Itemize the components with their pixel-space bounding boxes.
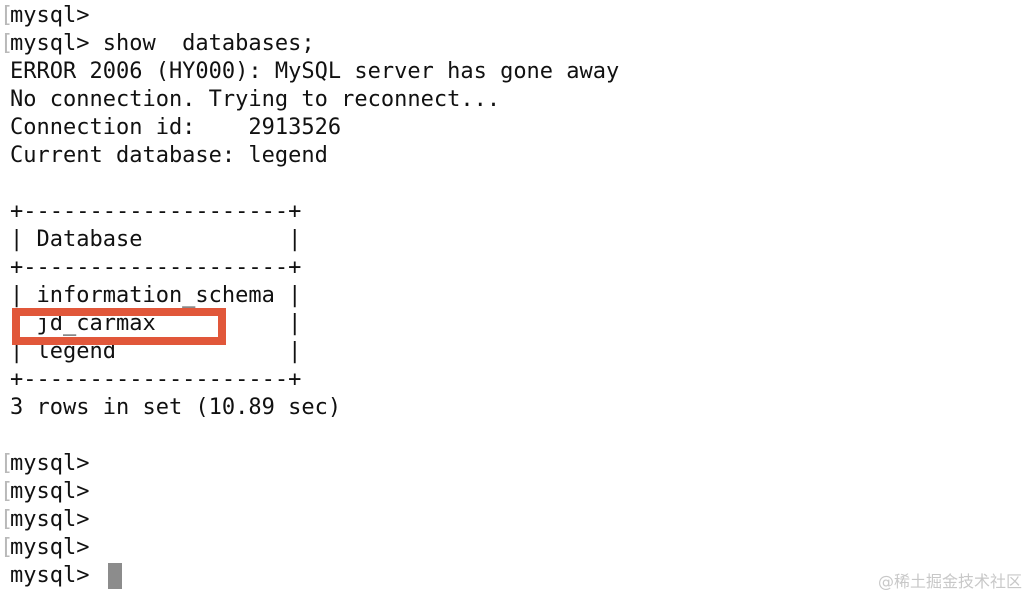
terminal-line: No connection. Trying to reconnect... bbox=[10, 87, 501, 112]
line-marker-icon: [ bbox=[0, 479, 14, 504]
line-marker-icon: [ bbox=[0, 3, 14, 28]
terminal-line: Current database: legend bbox=[10, 143, 328, 168]
table-border: +--------------------+ bbox=[10, 367, 302, 392]
terminal-line: Connection id: 2913526 bbox=[10, 115, 342, 140]
table-border: +--------------------+ bbox=[10, 199, 302, 224]
line-marker-icon: [ bbox=[0, 451, 14, 476]
line-marker-icon: [ bbox=[0, 535, 14, 560]
highlight-box bbox=[12, 308, 226, 345]
terminal-line: mysql> show databases; bbox=[10, 31, 315, 56]
table-header: | Database | bbox=[10, 227, 302, 252]
active-prompt[interactable]: mysql> bbox=[10, 563, 103, 588]
terminal-line: ERROR 2006 (HY000): MySQL server has gon… bbox=[10, 59, 620, 84]
result-summary: 3 rows in set (10.89 sec) bbox=[10, 395, 342, 420]
terminal-line: mysql> bbox=[10, 451, 90, 476]
watermark: @稀土掘金技术社区 bbox=[877, 572, 1022, 591]
text-cursor bbox=[108, 563, 122, 589]
terminal-line: mysql> bbox=[10, 507, 90, 532]
table-border: +--------------------+ bbox=[10, 255, 302, 280]
line-marker-icon: [ bbox=[0, 31, 14, 56]
terminal-line: mysql> bbox=[10, 3, 90, 28]
line-marker-icon: [ bbox=[0, 507, 14, 532]
terminal-line: mysql> bbox=[10, 479, 90, 504]
table-row: | information_schema | bbox=[10, 283, 302, 308]
terminal-line: mysql> bbox=[10, 535, 90, 560]
